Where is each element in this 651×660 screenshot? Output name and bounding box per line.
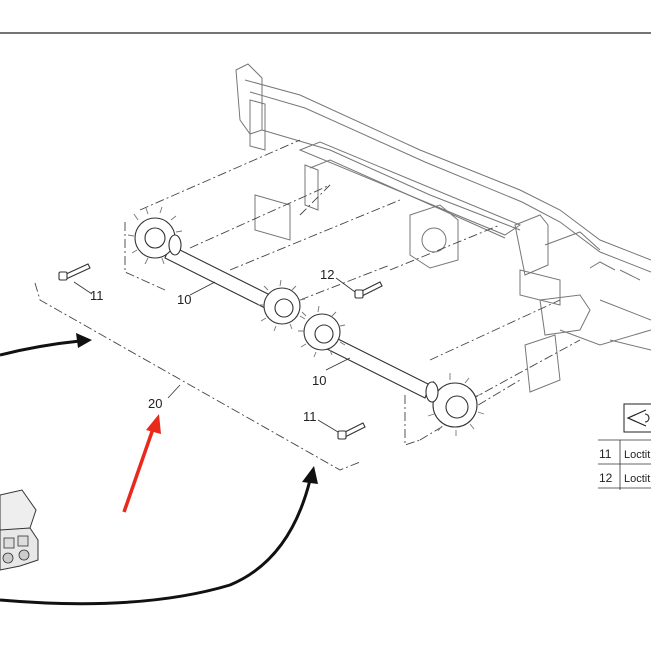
callout-20: 20 <box>148 396 162 411</box>
bolt-item-11-lower <box>337 422 366 440</box>
lower-sprocket-left <box>298 305 346 358</box>
callout-10-lower: 10 <box>312 373 326 388</box>
upper-shaft-assembly <box>127 206 306 332</box>
upper-sprocket-right <box>258 279 306 332</box>
bolt-item-11-upper <box>58 263 91 281</box>
leader-lines <box>73 277 356 433</box>
table-row-11-text: Loctit <box>624 449 650 461</box>
bolt-item-12 <box>354 281 383 299</box>
table-row-12-text: Loctit <box>624 473 650 485</box>
red-highlight-arrow <box>122 414 161 513</box>
callout-11-upper: 11 <box>90 288 104 303</box>
lower-shaft-assembly <box>298 305 485 436</box>
parts-table: 11 Loctit 12 Loctit <box>598 403 651 490</box>
machine-frame <box>235 63 651 393</box>
view-symbol-icon <box>626 409 650 427</box>
pointer-arrow-lower <box>0 466 318 606</box>
assembly-outline <box>34 139 581 471</box>
callout-12: 12 <box>320 267 334 282</box>
machine-thumbnail <box>0 489 39 571</box>
upper-sprocket-left <box>127 206 183 265</box>
callout-11-lower: 11 <box>303 409 317 424</box>
callout-10-upper: 10 <box>177 292 191 307</box>
lower-sprocket-right <box>425 373 485 436</box>
pointer-arrow-upper <box>0 333 92 357</box>
table-row-11-num: 11 <box>599 447 612 461</box>
table-row-12-num: 12 <box>599 471 613 485</box>
